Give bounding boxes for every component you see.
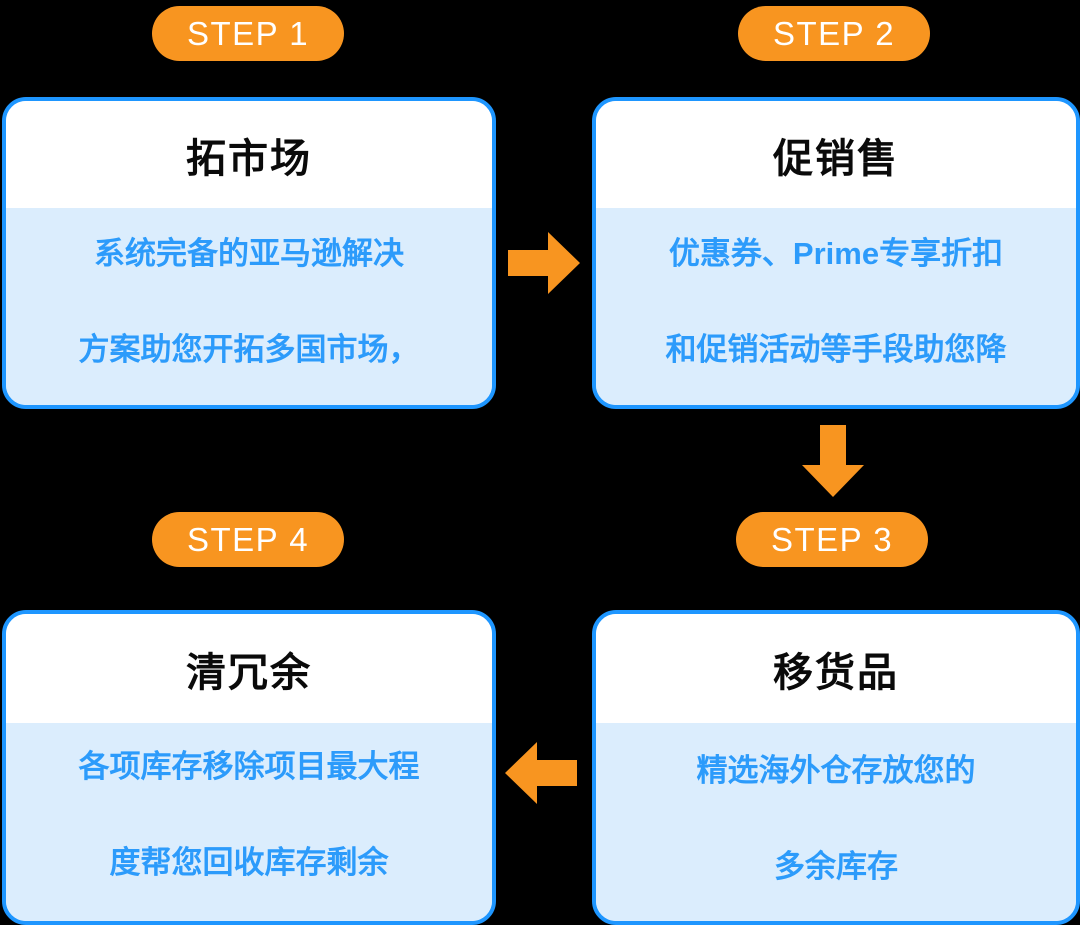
step-card-2: 促销售 优惠券、Prime专享折扣 和促销活动等手段助您降 价清仓: [592, 97, 1080, 409]
step-badge-1-label: STEP 1: [186, 14, 310, 52]
step-card-1-body-line-2: 方案助您开拓多国市场，: [78, 332, 420, 367]
step-card-3-body-line-2: 多余库存: [774, 849, 898, 884]
arrow-right-icon: [508, 232, 580, 294]
step-card-3-title: 移货品: [596, 614, 1076, 723]
step-badge-3: STEP 3: [736, 512, 928, 567]
step-card-3: 移货品 精选海外仓存放您的 多余库存: [592, 610, 1080, 925]
step-card-4-body: 各项库存移除项目最大程 度帮您回收库存剩余 价值: [6, 723, 492, 921]
step-card-1-body: 系统完备的亚马逊解决 方案助您开拓多国市场， 快速去库存: [6, 208, 492, 405]
arrow-left-icon: [505, 742, 577, 804]
step-card-1-title: 拓市场: [6, 101, 492, 208]
step-card-4: 清冗余 各项库存移除项目最大程 度帮您回收库存剩余 价值: [2, 610, 496, 925]
step-card-2-body-line-1: 优惠券、Prime专享折扣: [668, 236, 1004, 271]
step-badge-3-label: STEP 3: [770, 520, 894, 558]
step-badge-1: STEP 1: [152, 6, 344, 61]
step-badge-4: STEP 4: [152, 512, 344, 567]
arrow-down-icon: [802, 425, 864, 497]
step-badge-2-label: STEP 2: [772, 14, 896, 52]
step-card-4-body-line-2: 度帮您回收库存剩余: [109, 845, 389, 880]
step-card-4-title: 清冗余: [6, 614, 492, 723]
step-card-2-title: 促销售: [596, 101, 1076, 208]
step-card-3-body: 精选海外仓存放您的 多余库存: [596, 723, 1076, 921]
step-card-4-body-line-1: 各项库存移除项目最大程: [78, 749, 420, 784]
step-card-3-body-line-1: 精选海外仓存放您的: [696, 753, 976, 788]
step-card-1: 拓市场 系统完备的亚马逊解决 方案助您开拓多国市场， 快速去库存: [2, 97, 496, 409]
step-card-2-body: 优惠券、Prime专享折扣 和促销活动等手段助您降 价清仓: [596, 208, 1076, 405]
step-card-1-body-line-1: 系统完备的亚马逊解决: [94, 236, 404, 271]
step-card-2-body-line-2: 和促销活动等手段助您降: [665, 332, 1007, 367]
step-badge-4-label: STEP 4: [186, 520, 310, 558]
step-badge-2: STEP 2: [738, 6, 930, 61]
